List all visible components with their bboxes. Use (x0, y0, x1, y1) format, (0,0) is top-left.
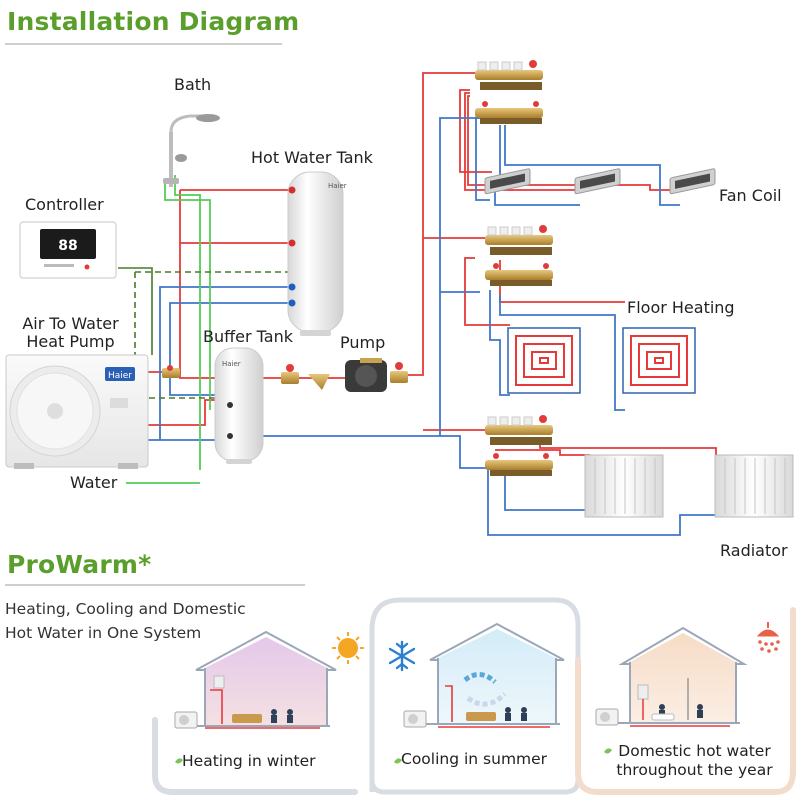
controller: 88 (19, 221, 117, 279)
water-label: Water (70, 473, 118, 492)
prowarm-subtitle: Heating, Cooling and Domestic Hot Water … (5, 597, 246, 645)
year-house (595, 626, 748, 727)
prowarm-subtitle-line1: Heating, Cooling and Domestic (5, 600, 246, 618)
caption-domestic-line1: Domestic hot water (618, 742, 771, 760)
caption-domestic-line2: throughout the year (616, 761, 773, 779)
heat-pump: Haier (5, 354, 149, 469)
caption-heating-winter: Heating in winter (182, 752, 316, 770)
hot-water-tank-label: Hot Water Tank (251, 148, 373, 167)
title-divider (5, 43, 282, 45)
controller-display: 88 (58, 238, 77, 254)
bath-label: Bath (174, 75, 212, 94)
heat-pump-label-line2: Heat Pump (26, 332, 115, 351)
installation-title: Installation Diagram (7, 7, 300, 36)
pump-assembly (281, 358, 408, 392)
shower (163, 114, 220, 187)
buffer-tank-brand: Haier (222, 360, 241, 368)
hot-water-tank: Haier (287, 171, 347, 336)
floor-heating-coils (507, 327, 696, 394)
sun-icon (332, 632, 364, 664)
caption-leaf-icons (175, 748, 612, 764)
manifold-fan-coil (475, 60, 543, 124)
prowarm-subtitle-line2: Hot Water in One System (5, 624, 202, 642)
installation-diagram: 88 Haier Haier Haier (5, 60, 794, 536)
heat-pump-valve (162, 365, 180, 378)
buffer-tank-label: Buffer Tank (203, 327, 293, 346)
buffer-tank: Haier (214, 347, 264, 464)
heat-pump-brand: Haier (108, 371, 132, 381)
caption-domestic-hot-water: Domestic hot water throughout the year (607, 742, 782, 780)
manifold-floor (485, 225, 553, 286)
prowarm-illustrations (152, 597, 796, 795)
prowarm-title: ProWarm* (7, 550, 152, 579)
summer-house (403, 622, 565, 728)
heat-pump-label: Air To Water Heat Pump (8, 315, 133, 351)
winter-house (174, 630, 337, 729)
radiator-label: Radiator (720, 541, 788, 560)
fan-coil-units (484, 168, 716, 195)
radiators (584, 454, 794, 518)
heat-pump-label-line1: Air To Water (22, 314, 119, 333)
hot-tank-brand: Haier (328, 182, 347, 190)
fan-coil-label: Fan Coil (719, 186, 782, 205)
pump-label: Pump (340, 333, 386, 352)
water-pipes (126, 175, 211, 484)
prowarm-divider (5, 584, 305, 586)
snowflake-icon (388, 640, 416, 672)
floor-heating-label: Floor Heating (627, 298, 735, 317)
controller-label: Controller (25, 195, 104, 214)
cold-pipes (148, 117, 716, 536)
manifold-radiator (485, 415, 553, 476)
caption-cooling-summer: Cooling in summer (401, 750, 548, 768)
shower-icon (756, 622, 780, 653)
